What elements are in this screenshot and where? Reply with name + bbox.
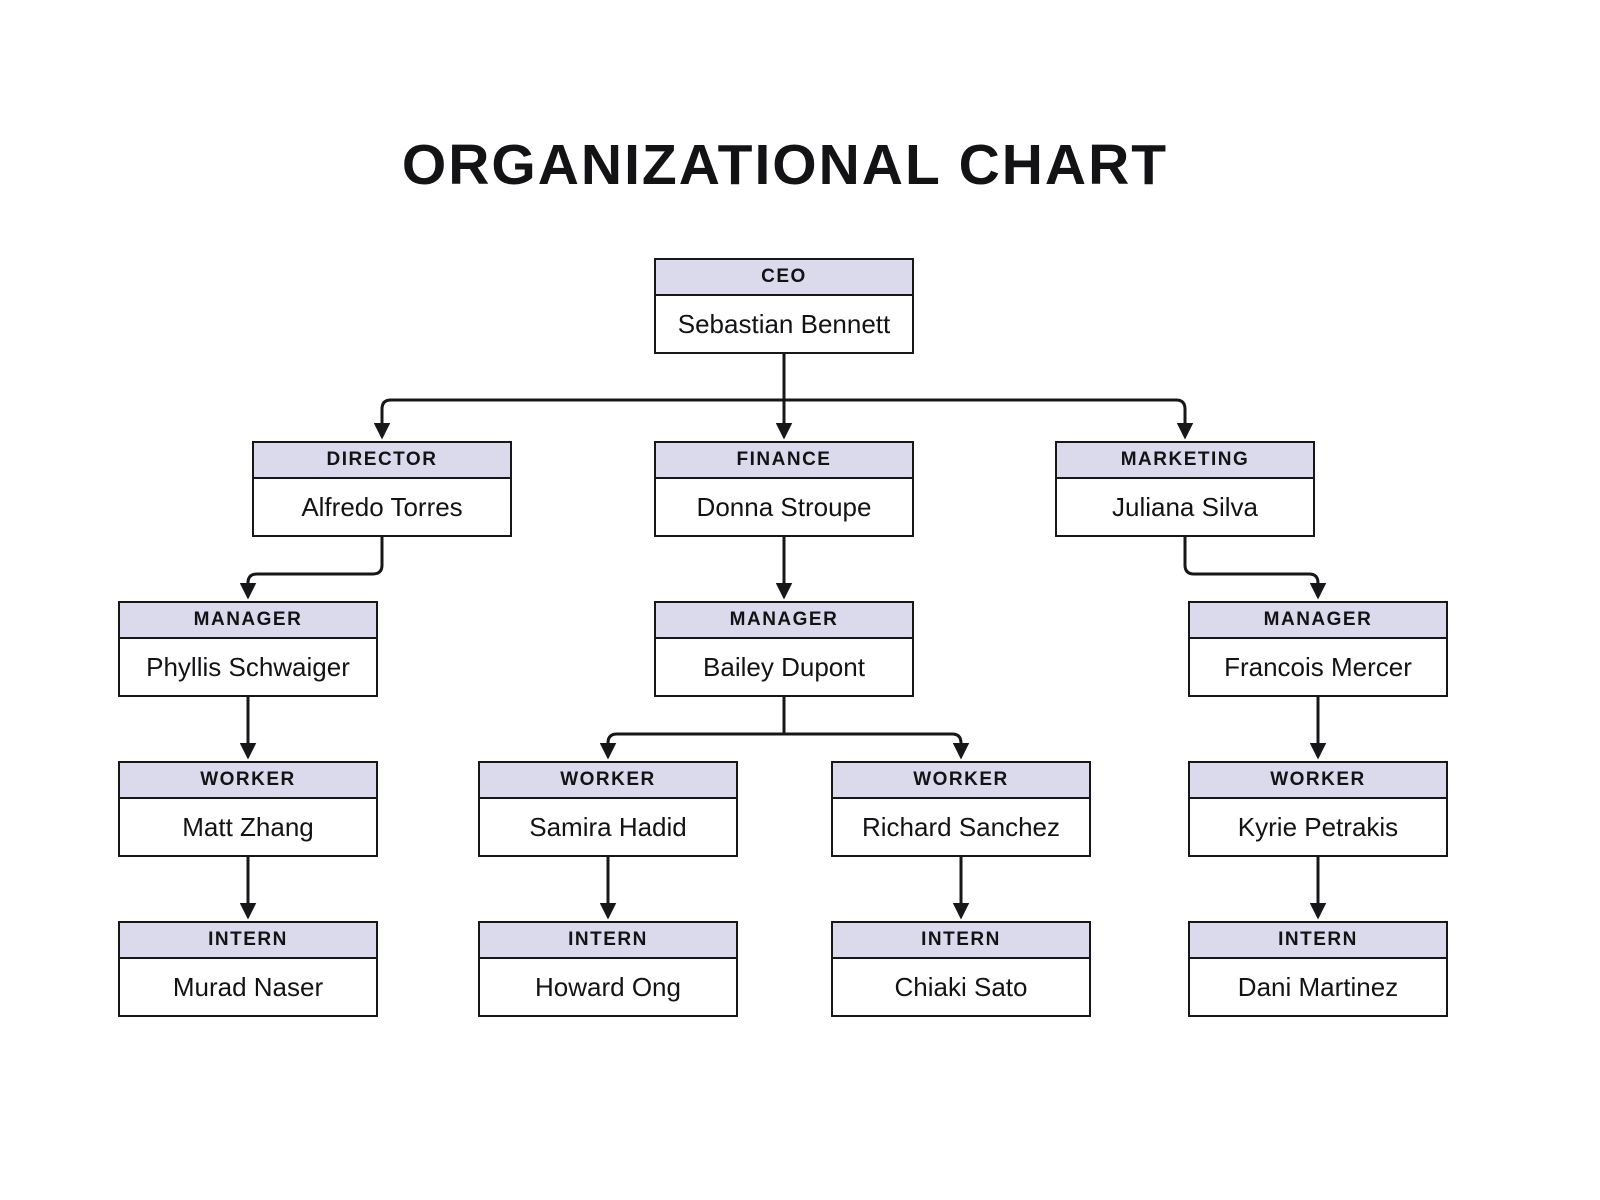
edge-ceo-director xyxy=(373,398,784,440)
role-label: FINANCE xyxy=(656,443,912,479)
person-name: Sebastian Bennett xyxy=(677,308,891,339)
person-name: Donna Stroupe xyxy=(696,491,872,522)
person-name: Bailey Dupont xyxy=(703,651,865,682)
edge-manager2-worker3 xyxy=(782,697,970,760)
person-name: Howard Ong xyxy=(535,971,681,1002)
page-title: ORGANIZATIONAL CHART xyxy=(401,133,1169,197)
org-node-intern-2: INTERN Howard Ong xyxy=(478,921,738,1017)
org-node-worker-3: WORKER Richard Sanchez xyxy=(831,761,1091,857)
person-name: Chiaki Sato xyxy=(894,971,1028,1002)
org-node-manager-marketing-branch: MANAGER Francois Mercer xyxy=(1188,601,1448,697)
role-label: WORKER xyxy=(833,763,1089,799)
role-label: MARKETING xyxy=(1057,443,1313,479)
org-node-worker-1: WORKER Matt Zhang xyxy=(118,761,378,857)
role-label: MANAGER xyxy=(1190,603,1446,639)
org-node-worker-4: WORKER Kyrie Petrakis xyxy=(1188,761,1448,857)
person-name: Samira Hadid xyxy=(529,811,687,842)
org-node-intern-3: INTERN Chiaki Sato xyxy=(831,921,1091,1017)
person-name: Murad Naser xyxy=(172,971,324,1002)
role-label: INTERN xyxy=(1190,923,1446,959)
person-name: Kyrie Petrakis xyxy=(1237,811,1399,842)
person-name: Richard Sanchez xyxy=(862,811,1060,842)
org-node-worker-2: WORKER Samira Hadid xyxy=(478,761,738,857)
edge-ceo-marketing xyxy=(784,398,1194,440)
org-node-manager-finance-branch: MANAGER Bailey Dupont xyxy=(654,601,914,697)
role-label: CEO xyxy=(656,260,912,296)
person-name: Phyllis Schwaiger xyxy=(146,651,350,682)
role-label: INTERN xyxy=(833,923,1089,959)
role-label: MANAGER xyxy=(120,603,376,639)
person-name: Dani Martinez xyxy=(1237,971,1399,1002)
org-node-director: DIRECTOR Alfredo Torres xyxy=(252,441,512,537)
role-label: DIRECTOR xyxy=(254,443,510,479)
role-label: MANAGER xyxy=(656,603,912,639)
person-name: Matt Zhang xyxy=(182,811,314,842)
person-name: Alfredo Torres xyxy=(301,491,463,522)
org-node-finance: FINANCE Donna Stroupe xyxy=(654,441,914,537)
org-node-intern-1: INTERN Murad Naser xyxy=(118,921,378,1017)
edge-director-manager xyxy=(239,537,384,600)
edge-marketing-manager xyxy=(1183,537,1327,600)
role-label: WORKER xyxy=(480,763,736,799)
edge-manager2-worker2 xyxy=(599,697,786,760)
person-name: Juliana Silva xyxy=(1112,491,1258,522)
org-node-intern-4: INTERN Dani Martinez xyxy=(1188,921,1448,1017)
role-label: INTERN xyxy=(480,923,736,959)
role-label: INTERN xyxy=(120,923,376,959)
role-label: WORKER xyxy=(120,763,376,799)
person-name: Francois Mercer xyxy=(1224,651,1412,682)
org-node-ceo: CEO Sebastian Bennett xyxy=(654,258,914,354)
org-node-manager-director-branch: MANAGER Phyllis Schwaiger xyxy=(118,601,378,697)
org-node-marketing: MARKETING Juliana Silva xyxy=(1055,441,1315,537)
role-label: WORKER xyxy=(1190,763,1446,799)
